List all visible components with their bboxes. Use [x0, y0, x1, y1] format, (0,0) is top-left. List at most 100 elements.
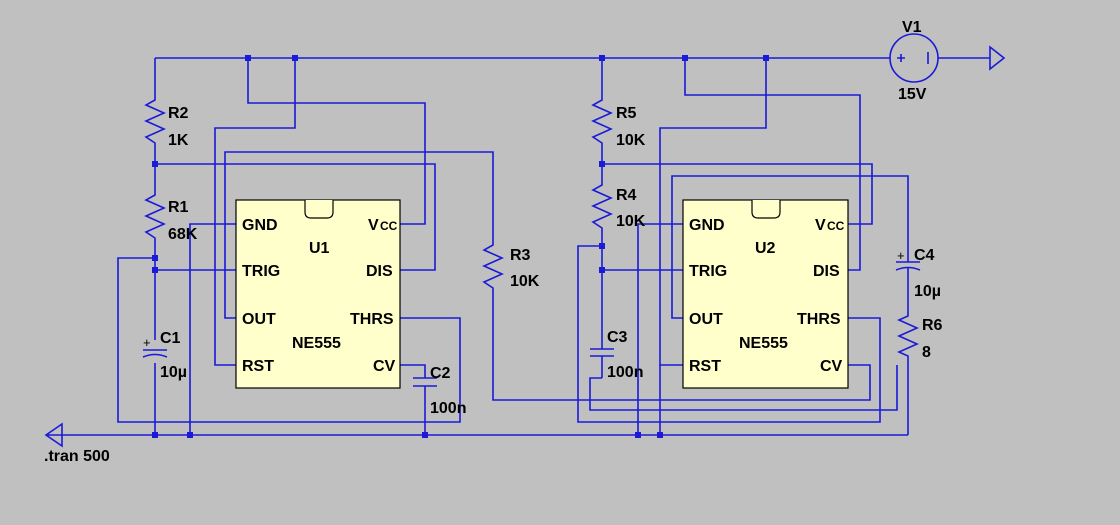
- wire-u2-rst-feed: [659, 58, 767, 366]
- u2-pin-trig: TRIG: [689, 263, 727, 280]
- chip-notch-icon: [304, 200, 334, 219]
- capacitor-c1[interactable]: + C1 10µ: [142, 330, 187, 381]
- r5-ref-label: R5: [616, 105, 637, 122]
- u2-pin-rst: RST: [689, 358, 721, 375]
- polarized-capacitor-icon: [895, 248, 921, 275]
- r4-value-label: 10K: [616, 213, 646, 230]
- capacitor-c2[interactable]: C2 100n: [413, 365, 466, 417]
- ground-flag-icon[interactable]: [44, 422, 63, 448]
- junction-node: [152, 255, 158, 261]
- wire-u2-out: [671, 175, 909, 319]
- u1-pin-out: OUT: [242, 311, 276, 328]
- resistor-r3[interactable]: R3 10K: [482, 240, 540, 292]
- c1-polarity-label: +: [143, 335, 151, 350]
- junction-node: [599, 243, 605, 249]
- r6-ref-label: R6: [922, 317, 943, 334]
- output-flag-icon[interactable]: [989, 45, 1006, 71]
- u2-pin-vcc-v: V: [815, 217, 826, 234]
- resistor-r2[interactable]: R2 1K: [144, 95, 189, 149]
- c4-ref-label: C4: [914, 247, 935, 264]
- u2-pin-gnd: GND: [689, 217, 725, 234]
- v1-ref-label: V1: [902, 19, 922, 36]
- r3-ref-label: R3: [510, 247, 531, 264]
- capacitor-icon: [590, 345, 614, 358]
- chip-notch-icon: [751, 200, 781, 219]
- c4-polarity-label: +: [897, 248, 905, 263]
- junction-node: [292, 55, 298, 61]
- timer-chip-u1[interactable]: U1 NE555 GND V CC TRIG DIS OUT THRS RST …: [235, 199, 401, 389]
- u2-pin-dis: DIS: [813, 263, 840, 280]
- polarized-capacitor-icon: [142, 349, 168, 358]
- resistor-icon: [591, 95, 613, 148]
- r3-value-label: 10K: [510, 273, 540, 290]
- junction-node: [599, 267, 605, 273]
- wire-u1-gnd: [189, 223, 236, 435]
- u2-pin-vcc-cc: CC: [827, 219, 845, 233]
- wire-u1-thrs-loop: [117, 257, 461, 423]
- u2-model-label: NE555: [739, 335, 788, 352]
- c4-value-label: 10µ: [914, 283, 941, 300]
- resistor-icon: [482, 240, 504, 292]
- resistor-r4[interactable]: R4 10K: [591, 180, 646, 233]
- timer-chip-u2[interactable]: U2 NE555 GND V CC TRIG DIS OUT THRS RST …: [682, 199, 849, 389]
- resistor-r6[interactable]: R6 8: [897, 312, 943, 361]
- junction-node: [599, 161, 605, 167]
- junction-node: [657, 432, 663, 438]
- c3-value-label: 100n: [607, 364, 643, 381]
- junction-node: [245, 55, 251, 61]
- c2-ref-label: C2: [430, 365, 451, 382]
- u1-pin-thrs: THRS: [350, 311, 394, 328]
- capacitor-c3[interactable]: C3 100n: [590, 329, 643, 381]
- v1-value-label: 15V: [898, 86, 927, 103]
- junction-node: [635, 432, 641, 438]
- r2-value-label: 1K: [168, 132, 189, 149]
- wire-u2-thrs-loop: [577, 245, 881, 423]
- source-polarity-icon: [897, 52, 929, 64]
- resistor-icon: [897, 312, 919, 358]
- u1-pin-rst: RST: [242, 358, 274, 375]
- junctions: [152, 55, 769, 438]
- u1-pin-cv: CV: [373, 358, 396, 375]
- resistor-icon: [144, 95, 166, 148]
- wire-u1-cv: [400, 364, 426, 378]
- voltage-source-icon: [889, 33, 939, 83]
- r5-value-label: 10K: [616, 132, 646, 149]
- junction-node: [682, 55, 688, 61]
- u1-model-label: NE555: [292, 335, 341, 352]
- junction-node: [763, 55, 769, 61]
- c2-value-label: 100n: [430, 400, 466, 417]
- wire-u2-vcc: [684, 58, 861, 271]
- chip-body: [682, 199, 849, 389]
- junction-node: [422, 432, 428, 438]
- c3-ref-label: C3: [607, 329, 628, 346]
- r4-ref-label: R4: [616, 187, 637, 204]
- u2-ref-label: U2: [755, 240, 776, 257]
- junction-node: [187, 432, 193, 438]
- wire-u1-out: [224, 151, 494, 319]
- junction-node: [599, 55, 605, 61]
- u1-pin-dis: DIS: [366, 263, 393, 280]
- r1-value-label: 68K: [168, 226, 198, 243]
- junction-node: [152, 267, 158, 273]
- u2-pin-cv: CV: [820, 358, 843, 375]
- r6-value-label: 8: [922, 344, 931, 361]
- c1-ref-label: C1: [160, 330, 181, 347]
- capacitor-icon: [413, 377, 437, 392]
- u1-pin-gnd: GND: [242, 217, 278, 234]
- spice-directive[interactable]: .tran 500: [44, 448, 110, 465]
- u2-pin-out: OUT: [689, 311, 723, 328]
- wire-u1-dis: [155, 163, 436, 271]
- wire-c3-u2: [589, 365, 898, 411]
- voltage-source-v1[interactable]: V1 15V: [889, 19, 939, 103]
- junction-node: [152, 161, 158, 167]
- u1-pin-vcc-cc: CC: [380, 219, 398, 233]
- c1-value-label: 10µ: [160, 364, 187, 381]
- wire-u2-gnd: [637, 223, 683, 435]
- resistor-icon: [591, 180, 613, 233]
- capacitor-c4[interactable]: + C4 10µ: [895, 247, 941, 300]
- resistor-r5[interactable]: R5 10K: [591, 95, 646, 149]
- wire-r3-bottom: [492, 292, 871, 401]
- u1-pin-trig: TRIG: [242, 263, 280, 280]
- resistor-r1[interactable]: R1 68K: [144, 190, 198, 243]
